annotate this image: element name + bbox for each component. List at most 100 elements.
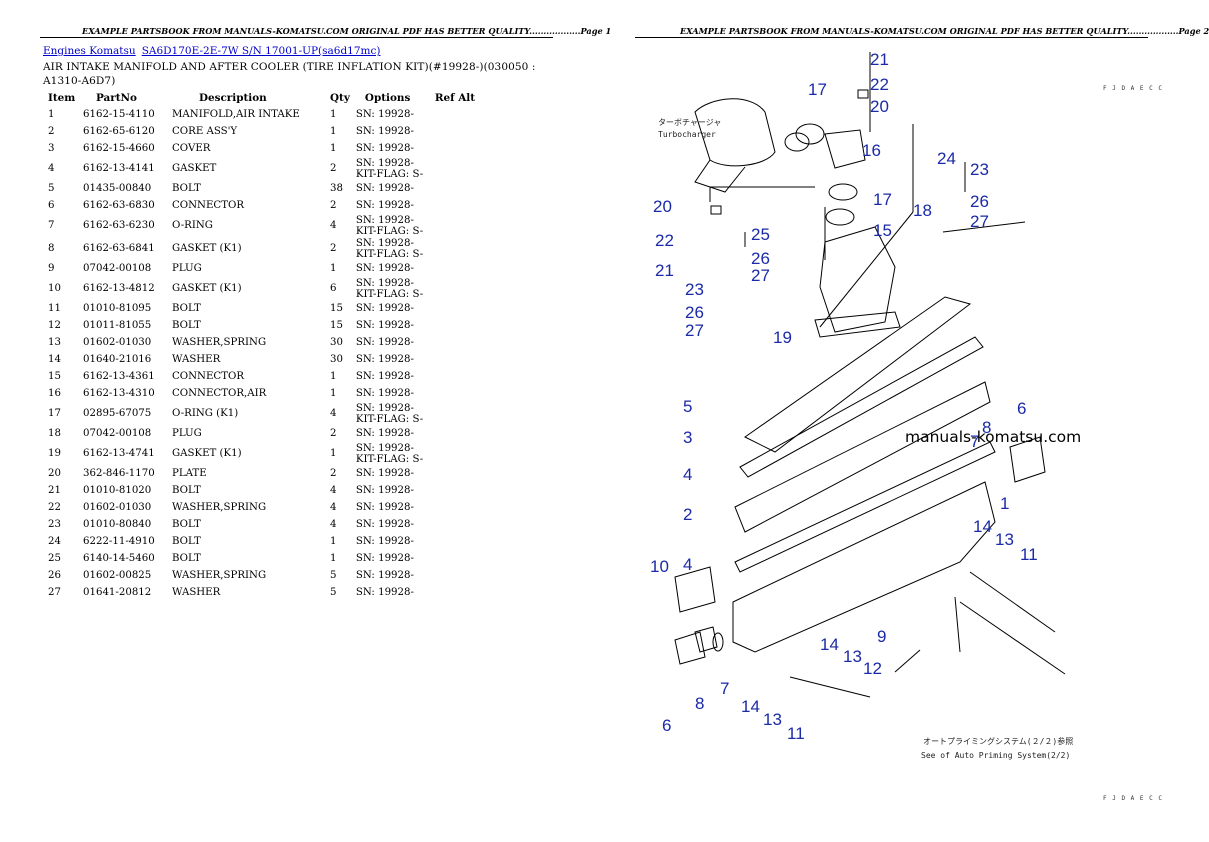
- cell-description: PLATE: [172, 468, 207, 479]
- cell-qty: 4: [330, 220, 337, 231]
- cell-description: CONNECTOR: [172, 200, 245, 211]
- cell-partno: 362-846-1170: [83, 468, 155, 479]
- option-kit-flag: KIT-FLAG: S-: [355, 288, 424, 300]
- cell-item: 1: [48, 109, 55, 120]
- cell-description: BOLT: [172, 536, 201, 547]
- option-sn: SN: 19928-: [355, 303, 414, 314]
- cell-refalt: [432, 584, 478, 601]
- callout-14-mid: 14: [820, 635, 839, 654]
- cell-partno: 6140-14-5460: [83, 553, 155, 564]
- cell-qty: 4: [330, 502, 337, 513]
- plate-20: [857, 89, 869, 99]
- cell-partno: 6162-13-4361: [83, 371, 155, 382]
- col-header-partno: PartNo: [96, 92, 137, 104]
- cell-options: SN: 19928-KIT-FLAG: S-: [353, 402, 432, 425]
- gasket-4-upper: [739, 336, 984, 478]
- callout-4-upper: 4: [683, 465, 692, 484]
- cell-qty: 5: [330, 570, 337, 581]
- cell-refalt: [432, 260, 478, 277]
- gasket-4-lower: [734, 441, 996, 573]
- cell-item: 3: [48, 143, 55, 154]
- callout-20-top: 20: [870, 97, 889, 116]
- cell-refalt: [432, 368, 478, 385]
- option-sn: SN: 19928-: [355, 263, 414, 274]
- cell-description: WASHER,SPRING: [172, 570, 267, 581]
- cell-item: 17: [48, 408, 61, 419]
- leader-24: [819, 211, 914, 328]
- callout-1: 1: [1000, 494, 1009, 513]
- callout-17-mid: 17: [873, 190, 892, 209]
- cell-refalt: [432, 482, 478, 499]
- cell-refalt: [432, 550, 478, 567]
- cell-partno: 6162-63-6830: [83, 200, 155, 211]
- cell-partno: 6162-13-4141: [83, 163, 155, 174]
- cell-partno: 6162-15-4660: [83, 143, 155, 154]
- cell-item: 14: [48, 354, 61, 365]
- cell-partno: 01010-80840: [83, 519, 152, 530]
- breadcrumb-link-model[interactable]: SA6D170E-2E-7W S/N 17001-UP(sa6d17mc): [141, 45, 381, 57]
- cell-refalt: [432, 533, 478, 550]
- turbocharger-label-jp: ターボチャージャ: [658, 118, 722, 127]
- cell-item: 10: [48, 283, 61, 294]
- option-sn: SN: 19928-: [355, 553, 414, 564]
- connector-6: [674, 631, 706, 665]
- option-sn: SN: 19928-: [355, 277, 414, 289]
- cell-qty: 4: [330, 519, 337, 530]
- cell-description: BOLT: [172, 553, 201, 564]
- callout-24: 24: [937, 149, 956, 168]
- cell-description: PLUG: [172, 428, 202, 439]
- cell-refalt: [432, 567, 478, 584]
- cell-refalt: [432, 385, 478, 402]
- option-sn: SN: 19928-: [355, 354, 414, 365]
- page-header: EXAMPLE PARTSBOOK FROM MANUALS-KOMATSU.C…: [82, 26, 612, 36]
- cell-refalt: [432, 237, 478, 260]
- callout-19: 19: [773, 328, 792, 347]
- cell-options: SN: 19928-: [353, 567, 432, 584]
- callout-4-lower: 4: [683, 555, 692, 574]
- cell-qty: 2: [330, 163, 337, 174]
- turbocharger-housing: [694, 98, 776, 167]
- cell-item: 26: [48, 570, 61, 581]
- callout-27-left: 27: [685, 321, 704, 340]
- callout-2: 2: [683, 505, 692, 524]
- cell-qty: 2: [330, 468, 337, 479]
- callout-7-right: 7: [970, 432, 979, 451]
- col-header-options: Options: [364, 92, 411, 104]
- cell-partno: 07042-00108: [83, 428, 152, 439]
- col-header-refalt: Ref Alt: [434, 92, 476, 104]
- callout-26-right: 26: [970, 192, 989, 211]
- option-sn: SN: 19928-: [355, 126, 414, 137]
- cell-partno: 01435-00840: [83, 183, 152, 194]
- callout-22-top: 22: [870, 75, 889, 94]
- core-assy-2: [734, 381, 991, 533]
- option-kit-flag: KIT-FLAG: S-: [355, 225, 424, 237]
- callout-14-low: 14: [741, 697, 760, 716]
- option-kit-flag: KIT-FLAG: S-: [355, 168, 424, 180]
- cell-item: 7: [48, 220, 55, 231]
- see-reference-jp: オートプライミングシステム(２/２)参照: [923, 737, 1074, 746]
- cell-refalt: [432, 334, 478, 351]
- cell-options: SN: 19928-: [353, 533, 432, 550]
- option-kit-flag: KIT-FLAG: S-: [355, 248, 424, 260]
- turbocharger-label: Turbocharger: [658, 130, 716, 139]
- cell-item: 8: [48, 243, 55, 254]
- o-ring-17a: [795, 123, 825, 145]
- breadcrumb-link-engines[interactable]: Engines Komatsu: [43, 45, 136, 57]
- cell-refalt: [432, 123, 478, 140]
- callout-23-right: 23: [970, 160, 989, 179]
- cell-options: SN: 19928-: [353, 123, 432, 140]
- cell-description: WASHER,SPRING: [172, 502, 267, 513]
- cell-qty: 1: [330, 263, 337, 274]
- cell-refalt: [432, 300, 478, 317]
- option-sn: SN: 19928-: [355, 485, 414, 496]
- cell-refalt: [432, 140, 478, 157]
